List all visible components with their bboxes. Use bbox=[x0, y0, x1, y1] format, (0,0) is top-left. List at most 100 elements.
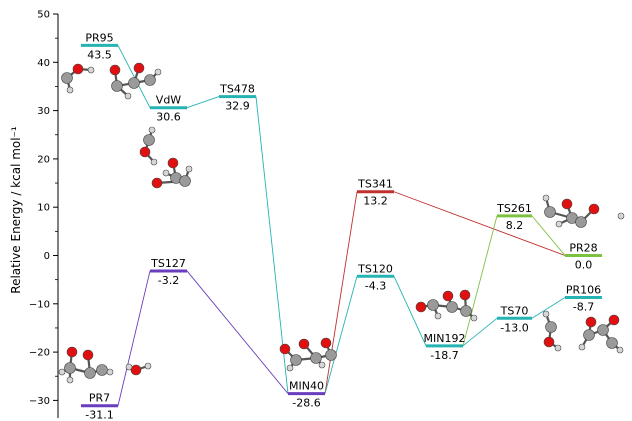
level-name-VdW: VdW bbox=[156, 94, 182, 107]
y-tick-label: −10 bbox=[29, 299, 50, 310]
molecule-atom bbox=[588, 203, 600, 215]
molecule-atom bbox=[125, 363, 133, 371]
molecule-atom bbox=[167, 157, 179, 169]
molecule-atom bbox=[151, 177, 163, 189]
connection-TS341-PR28 bbox=[393, 191, 566, 256]
molecule-atom bbox=[583, 329, 595, 341]
molecule-atom bbox=[143, 134, 155, 146]
y-tick-label: 30 bbox=[37, 106, 50, 117]
molecule-atom bbox=[133, 62, 145, 74]
molecule-atom bbox=[544, 206, 556, 218]
y-tick-label: 0 bbox=[44, 251, 50, 262]
connection-TS478-MIN40 bbox=[255, 96, 289, 394]
y-tick-label: 20 bbox=[37, 154, 50, 165]
y-tick-label: 10 bbox=[37, 203, 50, 214]
molecule-atom bbox=[434, 312, 442, 320]
molecule-atom bbox=[470, 314, 478, 322]
molecule-atom bbox=[66, 86, 74, 94]
molecule-structure-icon bbox=[542, 310, 562, 352]
molecule-atom bbox=[298, 338, 310, 350]
level-value-PR7: -31.1 bbox=[85, 409, 113, 421]
molecule-atom bbox=[446, 301, 458, 313]
molecule-atom bbox=[84, 367, 96, 379]
molecule-structures bbox=[58, 62, 625, 384]
level-value-TS70: -13.0 bbox=[500, 321, 528, 334]
molecule-atom bbox=[61, 72, 73, 84]
molecule-atom bbox=[554, 344, 562, 352]
molecule-atom bbox=[542, 194, 550, 202]
molecule-atom bbox=[150, 158, 158, 166]
level-value-PR95: 43.5 bbox=[87, 48, 112, 61]
molecule-atom bbox=[124, 92, 132, 100]
connection-MIN192-TS70 bbox=[462, 317, 498, 347]
level-name-TS70: TS70 bbox=[500, 304, 529, 317]
molecule-atom bbox=[96, 364, 108, 376]
connections bbox=[117, 45, 566, 406]
connection-PR95-VdW bbox=[117, 45, 151, 108]
level-name-TS478: TS478 bbox=[219, 83, 255, 96]
y-tick-label: −20 bbox=[29, 348, 50, 359]
molecule-atom bbox=[87, 66, 95, 74]
molecule-atom bbox=[585, 316, 597, 328]
molecule-atom bbox=[320, 337, 332, 349]
molecule-atom bbox=[128, 77, 140, 89]
y-tick-label: 50 bbox=[37, 10, 50, 21]
connection-TS70-PR106 bbox=[531, 297, 566, 319]
connection-MIN40-TS120 bbox=[324, 276, 358, 394]
molecule-structure-icon bbox=[578, 314, 624, 354]
molecule-atom bbox=[66, 376, 74, 384]
level-value-MIN40: -28.6 bbox=[292, 397, 320, 410]
y-tick-label: 40 bbox=[37, 58, 50, 69]
level-value-PR106: -8.7 bbox=[573, 301, 594, 314]
molecule-atom bbox=[148, 126, 156, 134]
molecule-structure-icon bbox=[617, 212, 625, 220]
molecule-atom bbox=[578, 343, 586, 351]
molecule-atom bbox=[111, 80, 123, 92]
level-value-TS120: -4.3 bbox=[365, 279, 386, 292]
level-name-TS120: TS120 bbox=[357, 262, 393, 275]
molecule-structure-icon bbox=[61, 63, 95, 94]
molecule-atom bbox=[617, 212, 625, 220]
molecule-structure-icon bbox=[109, 62, 162, 100]
molecule-atom bbox=[154, 68, 162, 76]
molecule-atom bbox=[130, 364, 142, 376]
level-name-TS341: TS341 bbox=[357, 178, 393, 191]
level-name-MIN192: MIN192 bbox=[424, 332, 466, 345]
molecule-atom bbox=[139, 146, 151, 158]
level-value-TS341: 13.2 bbox=[363, 195, 388, 208]
level-name-PR7: PR7 bbox=[89, 392, 110, 405]
level-name-MIN40: MIN40 bbox=[289, 380, 324, 393]
molecule-atom bbox=[286, 364, 294, 372]
level-value-PR28: 0.0 bbox=[575, 259, 593, 272]
molecule-structure-icon bbox=[139, 126, 158, 166]
level-name-PR28: PR28 bbox=[569, 242, 597, 255]
energy-levels: PR9543.5VdW30.6TS47832.9PR7-31.1TS127-3.… bbox=[81, 31, 602, 421]
level-value-MIN192: -18.7 bbox=[430, 349, 458, 362]
molecule-atom bbox=[179, 175, 191, 187]
molecule-atom bbox=[606, 337, 618, 349]
molecule-atom bbox=[460, 305, 472, 317]
molecule-structure-icon bbox=[58, 346, 114, 384]
molecule-atom bbox=[144, 362, 152, 370]
molecule-structure-icon bbox=[542, 194, 600, 228]
level-name-TS261: TS261 bbox=[496, 202, 532, 215]
level-name-TS127: TS127 bbox=[150, 257, 186, 270]
y-axis-label: Relative Energy / kcal mol⁻¹ bbox=[9, 126, 23, 294]
molecule-atom bbox=[459, 289, 471, 301]
level-name-PR95: PR95 bbox=[85, 31, 113, 44]
connection-PR7-TS127 bbox=[117, 270, 151, 406]
molecule-atom bbox=[82, 349, 94, 361]
connection-MIN192-TS261 bbox=[462, 215, 498, 346]
molecule-atom bbox=[616, 346, 624, 354]
y-tick-label: −30 bbox=[29, 396, 50, 407]
molecule-atom bbox=[608, 314, 620, 326]
molecule-structure-icon bbox=[125, 362, 152, 376]
level-name-PR106: PR106 bbox=[566, 284, 601, 297]
molecule-atom bbox=[279, 343, 291, 355]
molecule-atom bbox=[575, 216, 587, 228]
level-value-VdW: 30.6 bbox=[156, 111, 181, 124]
molecule-atom bbox=[561, 198, 573, 210]
molecule-structure-icon bbox=[415, 289, 478, 322]
molecule-atom bbox=[427, 299, 439, 311]
